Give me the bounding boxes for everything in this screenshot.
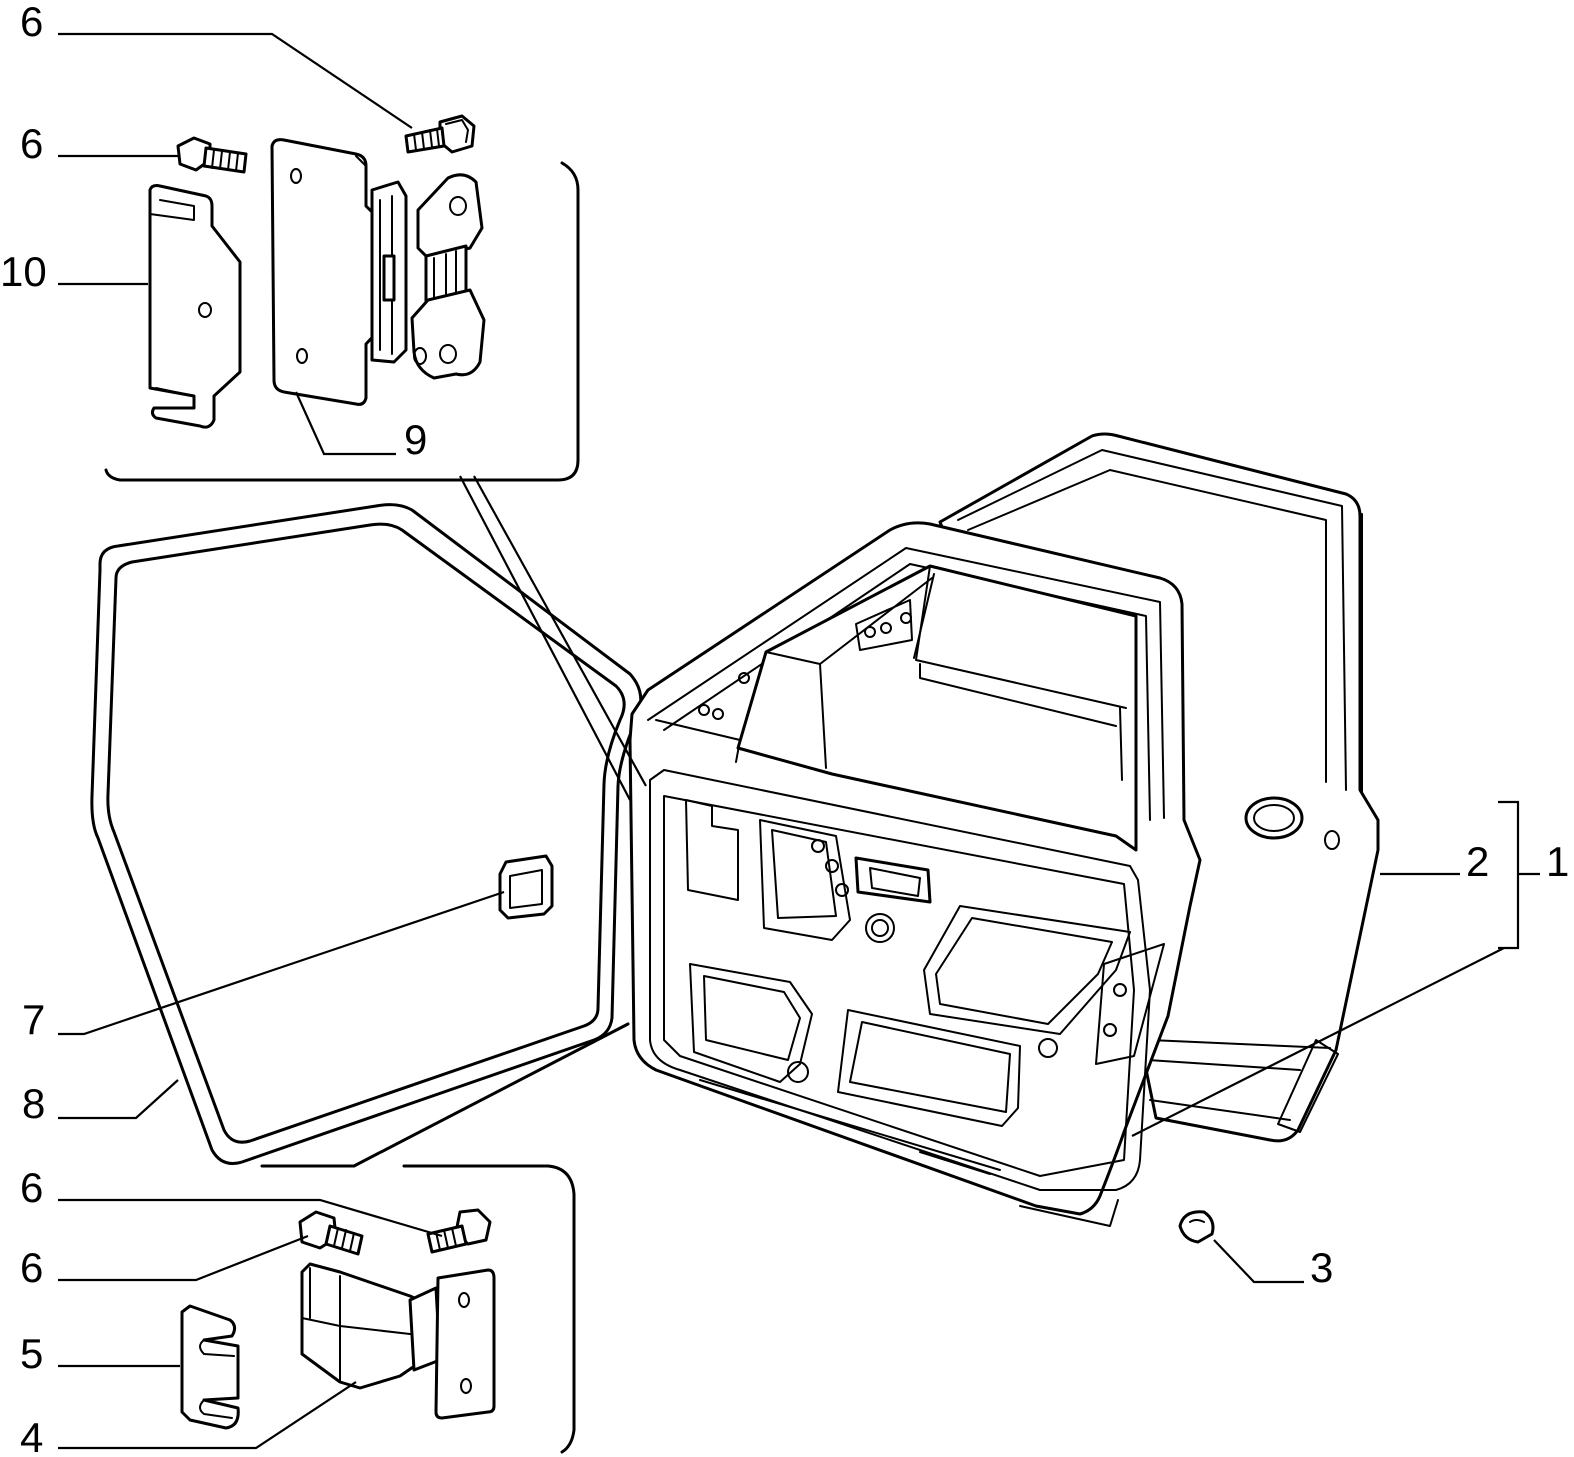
shim-plate-5-icon (180, 1304, 240, 1430)
callout-4: 4 (20, 1414, 43, 1457)
bolt-upper-icon (404, 114, 476, 154)
callout-6-fourth: 6 (20, 1244, 43, 1291)
door-seal-8-icon (90, 503, 643, 1165)
callout-8: 8 (22, 1080, 45, 1127)
callout-7: 7 (22, 996, 45, 1043)
callout-10: 10 (0, 248, 47, 295)
upper-hinge-9-icon (270, 138, 486, 406)
clip-3-icon (1178, 1210, 1215, 1244)
shim-plate-10-icon (148, 184, 242, 429)
grommet-7-icon (498, 854, 554, 920)
callout-6-third: 6 (20, 1164, 43, 1211)
callout-6-second: 6 (20, 120, 43, 167)
bolt-left-icon (176, 136, 248, 174)
callout-9: 9 (404, 416, 427, 463)
callout-2: 2 (1466, 838, 1489, 885)
callout-3: 3 (1310, 1244, 1333, 1291)
lower-hinge-detail-frame (260, 1022, 630, 1454)
leader-lines (58, 32, 1540, 1450)
bolt-lower-right-icon (426, 1208, 492, 1254)
door-inner-frame-icon (628, 521, 1202, 1227)
callout-5: 5 (20, 1330, 43, 1377)
callout-1: 1 (1546, 838, 1569, 885)
callout-6-top: 6 (20, 0, 43, 45)
bolt-lower-left-icon (298, 1210, 364, 1256)
lower-hinge-4-icon (300, 1262, 496, 1420)
upper-hinge-detail-frame (104, 161, 580, 482)
